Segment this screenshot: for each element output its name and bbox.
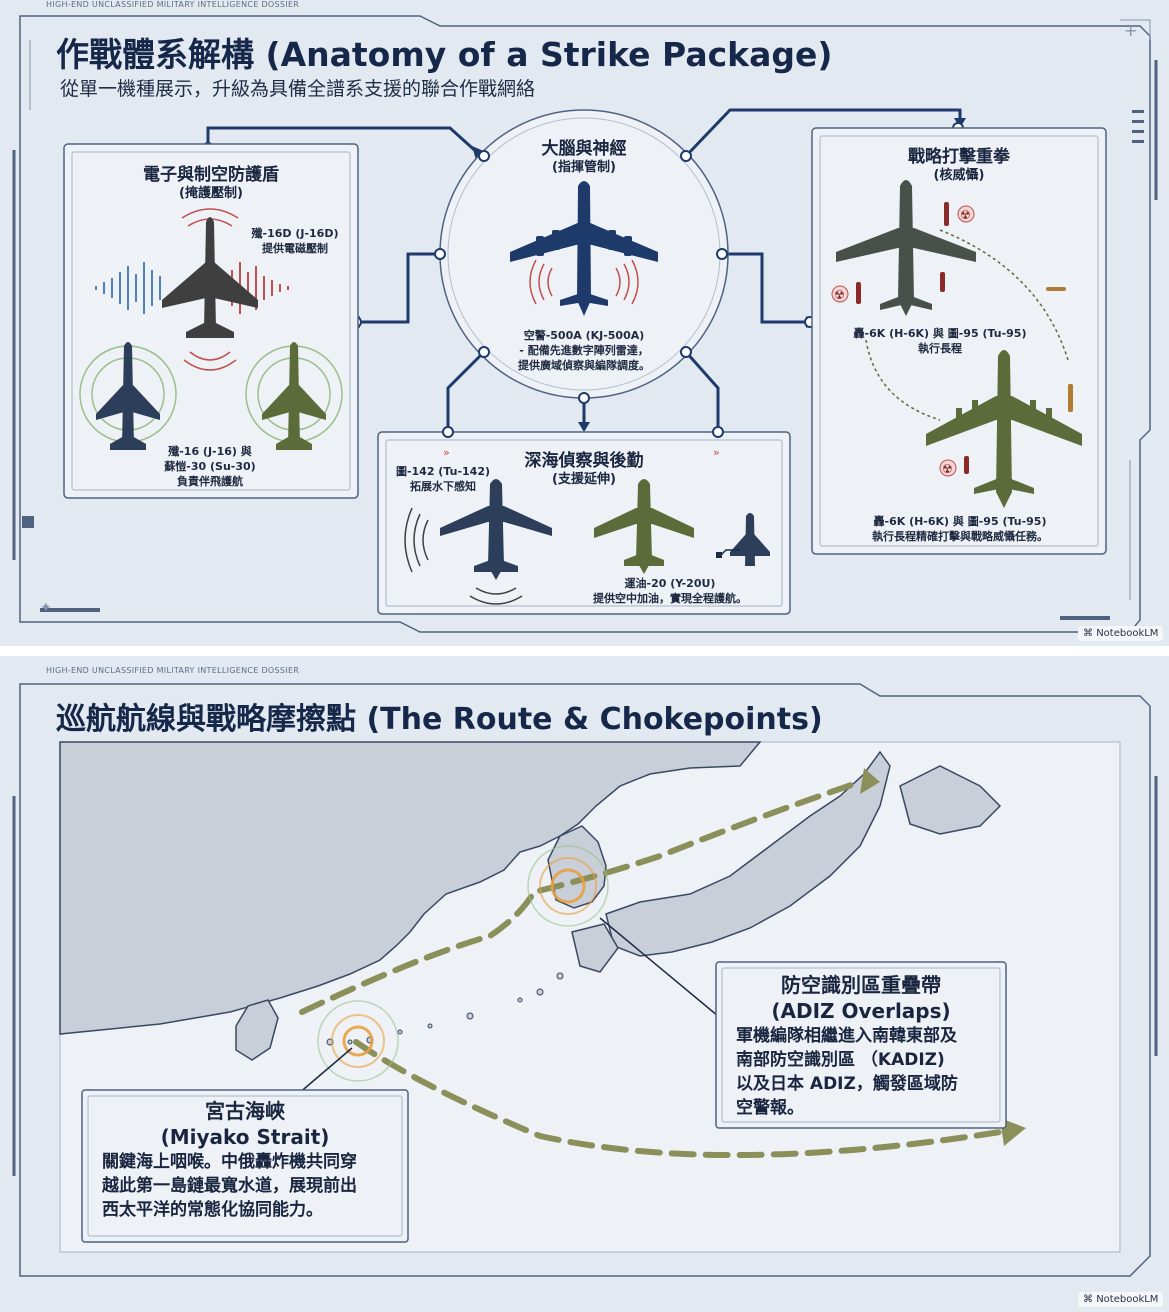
- connector-c2-ew: [360, 252, 440, 324]
- dossier-label: HIGH-END UNCLASSIFIED MILITARY INTELLIGE…: [46, 0, 300, 9]
- escort-label-3: 負責伴飛護航: [177, 475, 243, 488]
- kj500-aircraft: [510, 181, 658, 316]
- connector-c2-support-left: [446, 350, 486, 432]
- svg-text:☢: ☢: [834, 288, 845, 302]
- tu142-desc: 拓展水下感知: [410, 480, 476, 493]
- notebooklm-watermark: ⌘ NotebookLM: [1078, 626, 1164, 641]
- ew-title: 電子與制空防護盾: [143, 165, 279, 185]
- escort-label-2: 蘇愷-30 (Su-30): [164, 460, 256, 473]
- nuclear-icons: ☢ ☢ ☢: [831, 205, 975, 477]
- miyako-callout: 宮古海峽 (Miyako Strait) 關鍵海上咽喉。中俄轟炸機共同穿 越此第…: [88, 1098, 402, 1222]
- adiz-body-1: 軍機編隊相繼進入南韓東部及: [736, 1026, 957, 1046]
- c2-subtitle: (指揮管制): [552, 160, 616, 175]
- japan-honshu: [605, 750, 891, 957]
- j16d-desc: 提供電磁壓制: [262, 242, 328, 255]
- adiz-title-en: (ADIZ Overlaps): [771, 999, 951, 1023]
- tu142-aircraft: [440, 479, 552, 580]
- miyako-body-3: 西太平洋的常態化協同能力。: [102, 1200, 323, 1220]
- y20-desc: 提供空中加油，實現全程護航。: [593, 592, 747, 605]
- miyako-body-1: 關鍵海上咽喉。中俄轟炸機共同穿: [102, 1152, 357, 1172]
- svg-text:☢: ☢: [942, 462, 953, 476]
- kyushu: [571, 923, 619, 973]
- tu142-label: 圖-142 (Tu-142): [395, 465, 491, 478]
- miyako-glow: [317, 1000, 399, 1082]
- strike-bot-label-1: 轟-6K (H-6K) 與 圖-95 (Tu-95): [873, 515, 1047, 528]
- sonar-waves: [404, 507, 523, 605]
- strike-mid-label-1: 轟-6K (H-6K) 與 圖-95 (Tu-95): [853, 327, 1027, 340]
- panel1-title: 作戰體系解構 (Anatomy of a Strike Package): [56, 35, 833, 74]
- j16d-label: 殲-16D (J-16D): [251, 227, 339, 240]
- notebooklm-label: NotebookLM: [1096, 628, 1159, 639]
- su30-aircraft: [262, 342, 326, 450]
- patrol-route: [299, 779, 1003, 1159]
- strike-title: 戰略打擊重拳: [908, 147, 1010, 167]
- adiz-callout-box: [715, 961, 1007, 1129]
- support-subtitle: (支援延伸): [552, 472, 616, 487]
- missile-icons: [856, 202, 969, 474]
- ew-subtitle: (掩護壓制): [179, 186, 243, 201]
- h6k-aircraft: [836, 180, 976, 316]
- svg-text:☢: ☢: [960, 208, 971, 222]
- taiwan: [235, 999, 279, 1061]
- adiz-title-zh: 防空識別區重疊帶: [781, 973, 941, 997]
- route-arrowhead-north: [860, 768, 880, 794]
- adiz-body-3: 以及日本 ADIZ，觸發區域防: [736, 1074, 958, 1094]
- kj500-label: 空警-500A (KJ-500A): [523, 329, 645, 342]
- support-title: 深海偵察與後勤: [524, 451, 644, 471]
- kj500-desc-2: 提供廣域偵察與編隊調度。: [518, 359, 650, 372]
- svg-text:✦: ✦: [40, 600, 52, 616]
- notebooklm-watermark-2: ⌘ NotebookLM: [1078, 1292, 1164, 1307]
- panel1-subtitle: 從單一機種展示，升級為具備全譜系支援的聯合作戰網絡: [60, 78, 536, 100]
- j16-aircraft: [96, 342, 160, 450]
- outer-frame-2: [19, 683, 1151, 1277]
- y20-label: 運油-20 (Y-20U): [624, 577, 716, 590]
- miyako-title-en: (Miyako Strait): [160, 1125, 330, 1149]
- panel-route-chokepoints: HIGH-END UNCLASSIFIED MILITARY INTELLIGE…: [0, 656, 1169, 1312]
- panel2-graphics: [12, 683, 1158, 1277]
- strike-mid-label-2: 執行長程: [918, 342, 962, 355]
- mainland-asia: [59, 741, 762, 1035]
- miyako-callout-box: [81, 1089, 409, 1243]
- dossier-label-2: HIGH-END UNCLASSIFIED MILITARY INTELLIGE…: [46, 666, 300, 675]
- miyako-title-zh: 宮古海峽: [205, 1099, 285, 1123]
- panel-strike-package: HIGH-END UNCLASSIFIED MILITARY INTELLIGE…: [0, 0, 1169, 646]
- connector-ew-c2: [206, 126, 482, 157]
- adiz-callout: 防空識別區重疊帶 (ADIZ Overlaps) 軍機編隊相繼進入南韓東部及 南…: [722, 972, 1000, 1120]
- panel2-title: 巡航航線與戰略摩擦點 (The Route & Chokepoints): [56, 702, 823, 737]
- connector-c2-support-right: [684, 351, 720, 432]
- svg-text:»: »: [713, 446, 720, 459]
- miyako-body-2: 越此第一島鏈最寬水道，展現前出: [102, 1176, 357, 1196]
- panel1-graphics: + ✦: [12, 15, 1158, 633]
- kj500-desc-1: - 配備先進數字陣列雷達，: [519, 344, 649, 357]
- tu95-aircraft: [926, 350, 1082, 508]
- j16d-aircraft: [162, 217, 258, 338]
- svg-text:»: »: [443, 446, 450, 459]
- escort-label-1: 殲-16 (J-16) 與: [168, 445, 252, 458]
- notebooklm-label-2: NotebookLM: [1096, 1294, 1159, 1305]
- y20-aircraft: [594, 479, 694, 574]
- c2-title: 大腦與神經: [541, 139, 627, 159]
- adiz-body-4: 空警報。: [736, 1098, 804, 1118]
- strike-subtitle: (核威懾): [933, 168, 985, 183]
- adiz-glow: [527, 845, 609, 927]
- outer-frame: [19, 15, 1151, 633]
- svg-text:+: +: [1124, 21, 1137, 40]
- kj500-radar-waves: [529, 259, 639, 305]
- adiz-body-2: 南部防空識別區 （KADIZ): [736, 1050, 945, 1070]
- strike-bot-label-2: 執行長程精確打擊與戰略威懾任務。: [872, 530, 1048, 543]
- connector-c2-strike-2: [722, 252, 806, 324]
- hokkaido: [899, 765, 1002, 835]
